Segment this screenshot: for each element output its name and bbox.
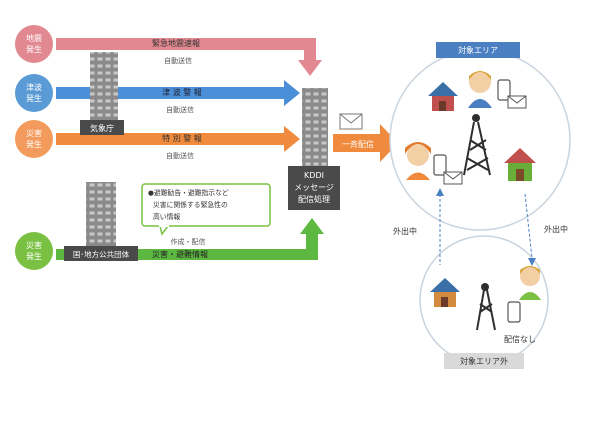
outside-area-title: 対象エリア外	[444, 353, 524, 369]
going-out-right-label: 外出中	[544, 224, 568, 234]
target-area-title-text: 対象エリア	[458, 45, 498, 55]
eew-arrow	[56, 38, 322, 76]
eew-arrow-sub: 自動送信	[164, 56, 192, 65]
outside-area-title-text: 対象エリア外	[460, 356, 508, 366]
local-note-line1: ●避難勧告・避難指示など	[148, 188, 229, 197]
kddi-label-line2: メッセージ	[294, 183, 334, 192]
house-icon	[428, 82, 458, 111]
local-info-arrow-label: 災害・避難情報	[152, 249, 208, 259]
broadcast-arrow: 一斉配信	[333, 124, 398, 162]
man-avatar-icon	[468, 71, 492, 108]
special-warning-arrow	[56, 126, 300, 152]
disaster-source-line2: 発生	[26, 139, 42, 149]
outside-house-icon	[430, 278, 460, 307]
tsunami-source-line1: 津波	[26, 82, 42, 92]
outside-man-avatar-icon	[519, 266, 541, 300]
earthquake-source-line1: 地震	[26, 33, 42, 43]
special-warning-arrow-sub: 自動送信	[166, 151, 194, 160]
local-disaster-source-bubble: 災害 発生	[15, 232, 53, 270]
mail-envelope-icon	[339, 113, 363, 130]
green-house-icon	[504, 148, 536, 181]
local-disaster-source-line1: 災害	[26, 240, 42, 250]
kddi-label-line1: KDDI	[304, 171, 324, 180]
disaster-source-bubble: 災害 発生	[15, 120, 53, 158]
outside-tower-icon	[476, 283, 496, 331]
broadcast-label: 一斉配信	[342, 139, 374, 149]
local-note-box: ●避難勧告・避難指示など 災害に関係する緊急性の 高い情報	[141, 183, 271, 236]
phone-mail-icon	[497, 79, 527, 109]
woman-avatar-icon	[405, 142, 431, 180]
phone-mail-icon-2	[433, 154, 463, 185]
kddi-label-line3: 配信処理	[298, 194, 330, 204]
local-info-arrow-sub: 作成・配信	[171, 237, 206, 246]
kddi-building: KDDI メッセージ 配信処理	[288, 88, 340, 210]
local-note-line3: 高い情報	[153, 212, 180, 221]
earthquake-source-line2: 発生	[26, 44, 42, 54]
local-note-line2: 災害に関係する緊急性の	[153, 200, 228, 209]
local-disaster-source-line2: 発生	[26, 251, 42, 261]
jma-label: 気象庁	[90, 123, 114, 133]
outside-phone-icon	[507, 301, 521, 323]
tsunami-arrow-label: 津 波 警 報	[162, 87, 202, 97]
movement-arrowhead-down-icon	[528, 258, 536, 266]
earthquake-source-bubble: 地震 発生	[15, 25, 53, 63]
tsunami-source-bubble: 津波 発生	[15, 74, 53, 112]
movement-arrowhead-up-icon	[436, 188, 444, 196]
going-out-left-label: 外出中	[393, 226, 417, 236]
no-delivery-label: 配信なし	[504, 334, 536, 344]
movement-dashed-lines	[439, 193, 533, 265]
local-gov-building: 国･地方公共団体	[64, 182, 138, 261]
target-area-title: 対象エリア	[436, 42, 520, 58]
tsunami-source-line2: 発生	[26, 93, 42, 103]
cell-tower-icon	[463, 114, 491, 176]
disaster-source-line1: 災害	[26, 128, 42, 138]
local-info-arrow	[56, 218, 324, 260]
eew-arrow-label: 緊急地震速報	[152, 38, 200, 48]
special-warning-arrow-label: 特 別 警 報	[162, 133, 202, 143]
jma-building: 気象庁	[80, 52, 124, 135]
tsunami-arrow-sub: 自動送信	[166, 105, 194, 114]
local-gov-label: 国･地方公共団体	[73, 249, 130, 259]
